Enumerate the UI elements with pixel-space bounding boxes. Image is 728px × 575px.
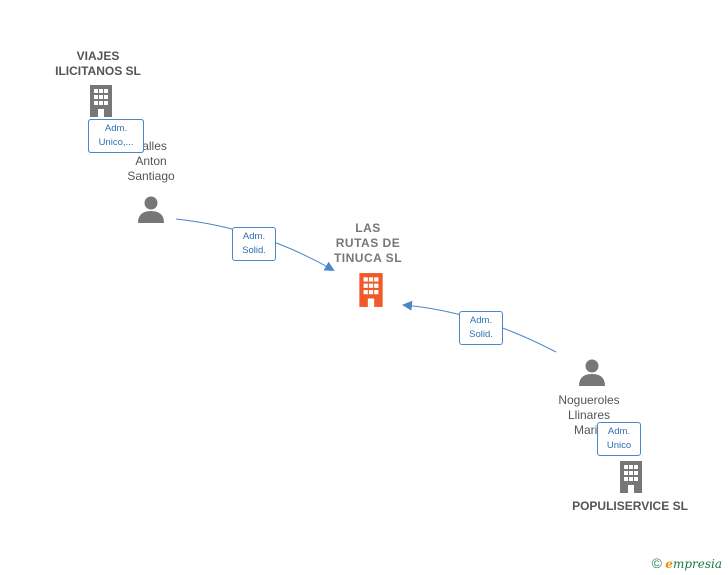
brand-logo: empresia [665, 557, 722, 571]
building-icon[interactable] [616, 460, 646, 494]
role-badge-valles-center[interactable]: Adm. Solid. [232, 227, 276, 261]
building-icon[interactable] [86, 84, 116, 118]
person-icon[interactable] [578, 358, 606, 386]
node-label-populiservice: POPULISERVICE SL [572, 499, 688, 513]
role-badge-viajes-valles-overlay: Adm. Unico,... [88, 119, 144, 153]
role-badge-nogueroles-center[interactable]: Adm. Solid. [459, 311, 503, 345]
node-label-viajes: VIAJES ILICITANOS SL [55, 49, 141, 78]
person-icon[interactable] [137, 195, 165, 223]
building-icon[interactable] [355, 272, 387, 308]
role-badge-nogueroles-populi[interactable]: Adm. Unico [597, 422, 641, 456]
node-label-nogueroles: Nogueroles Llinares Maria [558, 393, 620, 437]
node-label-center: LAS RUTAS DE TINUCA SL [333, 221, 403, 265]
copyright-icon: © [651, 555, 662, 571]
footer-brand: © empresia [652, 555, 722, 571]
